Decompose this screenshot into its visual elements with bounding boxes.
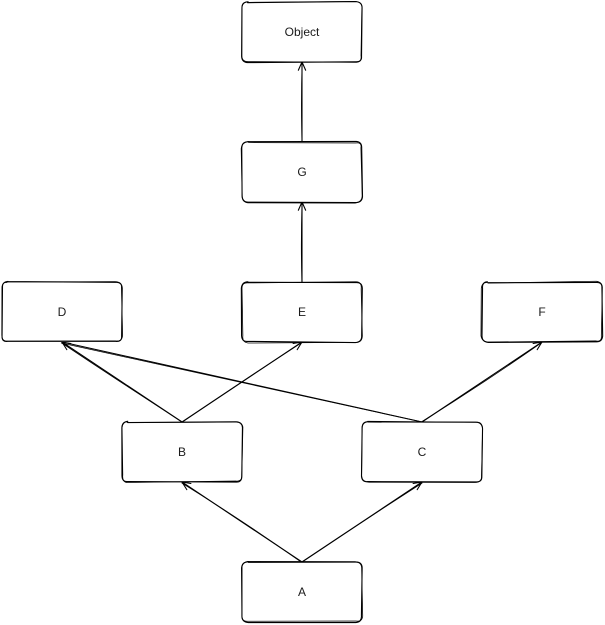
node-background (2, 282, 122, 342)
edge-line-sketch (60, 342, 423, 423)
node-label: C (418, 445, 427, 459)
node-label: B (178, 445, 186, 459)
node-c[interactable]: C (360, 420, 484, 483)
node-outline-sketch (240, 141, 363, 204)
node-f[interactable]: F (480, 280, 604, 343)
node-outline-sketch (361, 420, 484, 483)
node-outline-sketch (480, 280, 603, 343)
edge-b-to-d (61, 341, 183, 423)
node-label: Object (285, 25, 320, 39)
edge-c-to-f (420, 341, 543, 423)
edge-line-sketch (301, 62, 303, 143)
node-a[interactable]: A (241, 560, 364, 624)
edge-a-to-b (181, 481, 303, 563)
node-background (242, 2, 362, 62)
edge-c-to-d (60, 339, 423, 423)
edge-line-sketch (61, 342, 183, 423)
node-outline-sketch (241, 0, 363, 63)
node-outline-sketch (241, 560, 364, 622)
node-g[interactable]: G (240, 140, 364, 204)
node-outline-sketch (241, 281, 363, 344)
edge-line-sketch (420, 342, 542, 423)
node-label: G (297, 165, 306, 179)
node-background (482, 282, 602, 342)
edge-line-sketch (301, 482, 423, 563)
node-background (242, 562, 362, 622)
node-label: E (298, 305, 306, 319)
node-label: D (58, 305, 67, 319)
node-background (242, 142, 362, 202)
edge-line-sketch (181, 482, 302, 563)
edge-line-sketch (300, 202, 303, 283)
node-background (242, 282, 362, 342)
node-d[interactable]: D (1, 280, 124, 342)
edge-e-to-g (297, 201, 307, 283)
node-outline-sketch (121, 421, 244, 483)
edges-layer (60, 61, 543, 563)
node-b[interactable]: B (121, 420, 244, 483)
node-label: F (538, 305, 545, 319)
node-object[interactable]: Object (241, 0, 363, 64)
edge-a-to-c (301, 481, 423, 563)
node-background (122, 422, 242, 482)
node-outline-sketch (1, 281, 124, 342)
node-label: A (298, 585, 306, 599)
node-e[interactable]: E (240, 281, 363, 344)
node-background (362, 422, 482, 482)
edge-g-to-object (297, 61, 307, 143)
